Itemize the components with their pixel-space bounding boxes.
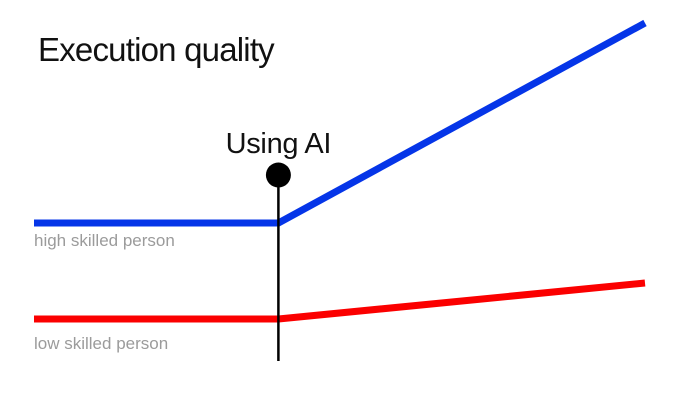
chart-title: Execution quality	[38, 31, 275, 68]
series-line-low-skilled	[34, 279, 646, 323]
annotation-marker-dot	[265, 162, 291, 188]
series-label-high-skilled: high skilled person	[34, 231, 175, 250]
annotation-label: Using AI	[226, 128, 332, 160]
series-label-low-skilled: low skilled person	[34, 334, 168, 353]
